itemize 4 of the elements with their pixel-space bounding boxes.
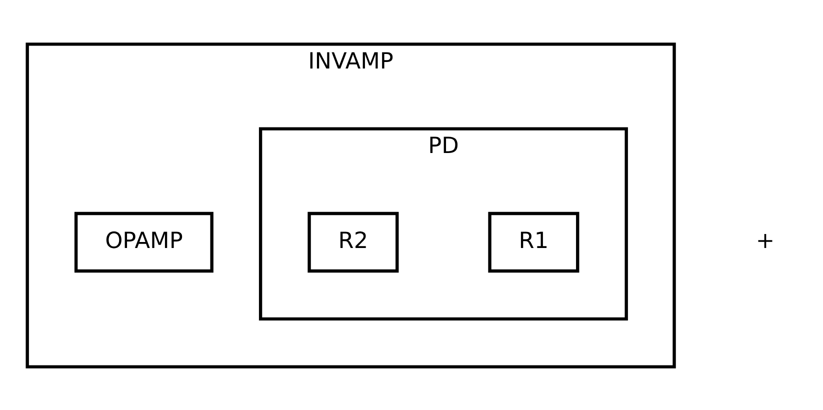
node-box: R2 xyxy=(308,211,399,272)
label: + xyxy=(756,228,775,254)
node-box: R1 xyxy=(488,211,580,272)
node-box: OPAMP xyxy=(74,211,214,272)
